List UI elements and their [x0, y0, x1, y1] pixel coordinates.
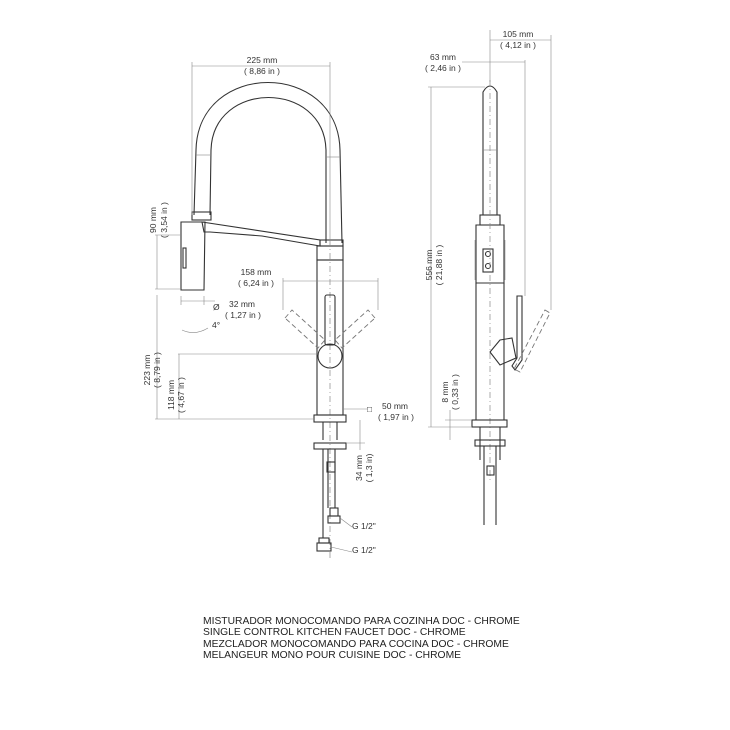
side-view-dimensions: 105 mm ( 4,12 in ) 63 mm ( 2,46 in ) 556…: [424, 29, 552, 440]
handle-height-in: ( 4,67 in ): [176, 377, 186, 413]
base-in: ( 0,33 in ): [450, 374, 460, 410]
height-mm: 556 mm: [424, 250, 434, 281]
title-es: MEZCLADOR MONOCOMANDO PARA COCINA DOC - …: [203, 638, 509, 650]
diameter-mm: 32 mm: [229, 299, 255, 309]
spray-height-mm: 90 mm: [148, 207, 158, 233]
height-in: ( 21,88 in ): [434, 245, 444, 286]
width-mm: 225 mm: [247, 55, 278, 65]
spout-height-in: ( 8,79 in ): [152, 352, 162, 388]
front-view-dimensions: 225 mm ( 8,86 in ) 90 mm ( 3,54 in ) 158…: [142, 55, 414, 555]
title-pt: MISTURADOR MONOCOMANDO PARA COZINHA DOC …: [203, 616, 520, 627]
depth-spout-in: ( 2,46 in ): [425, 63, 461, 73]
spout-height-mm: 223 mm: [142, 355, 152, 386]
depth-total-mm: 105 mm: [503, 29, 534, 39]
body-square-mm: 50 mm: [382, 401, 408, 411]
reach-mm: 158 mm: [241, 267, 272, 277]
deck-mm: 34 mm: [354, 455, 364, 481]
connection-label-1: G 1/2": [352, 521, 376, 531]
base-mm: 8 mm: [440, 381, 450, 402]
side-view-faucet: [471, 80, 551, 525]
title-block: MISTURADOR MONOCOMANDO PARA COZINHA DOC …: [203, 616, 520, 662]
diameter-symbol: Ø: [213, 302, 220, 312]
title-fr: MELANGEUR MONO POUR CUISINE DOC - CHROME: [203, 650, 462, 662]
connection-label-2: G 1/2": [352, 545, 376, 555]
angle-label: 4°: [212, 320, 220, 330]
front-view-faucet: [180, 81, 376, 560]
diameter-in: ( 1,27 in ): [225, 310, 261, 320]
title-en: SINGLE CONTROL KITCHEN FAUCET DOC - CHRO…: [203, 627, 466, 639]
spray-height-in: ( 3,54 in ): [159, 202, 169, 238]
depth-spout-mm: 63 mm: [430, 52, 456, 62]
depth-total-in: ( 4,12 in ): [500, 40, 536, 50]
square-symbol: □: [367, 404, 372, 414]
handle-height-mm: 118 mm: [166, 380, 176, 410]
width-in: ( 8,86 in ): [244, 66, 280, 76]
body-square-in: ( 1,97 in ): [378, 412, 414, 422]
reach-in: ( 6,24 in ): [238, 278, 274, 288]
deck-in: ( 1,3 in): [364, 453, 374, 482]
